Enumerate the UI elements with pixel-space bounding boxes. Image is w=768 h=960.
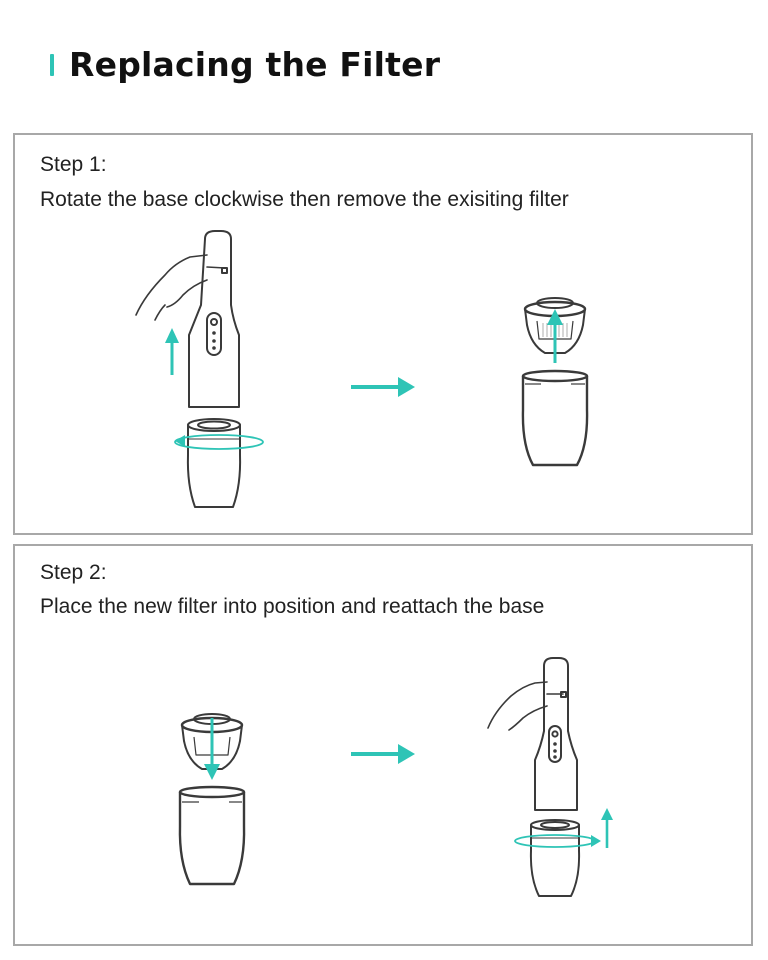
empty-container-icon: [178, 785, 246, 886]
empty-container-icon: [521, 369, 589, 467]
step-1-description: Rotate the base clockwise then remove th…: [40, 188, 569, 211]
step-2-illustration: [178, 657, 613, 897]
dust-container-icon: [529, 819, 581, 897]
arrow-up-icon: [165, 328, 179, 375]
arrow-right-icon: [351, 377, 415, 397]
hand-icon: [135, 254, 226, 321]
filter-icon: [523, 297, 587, 354]
rotate-clockwise-icon: [174, 434, 264, 450]
step-2-panel: Step 2: Place the new filter into positi…: [13, 544, 753, 946]
rotate-arrowhead-icon: [175, 435, 185, 447]
arrow-up-filter-icon: [547, 309, 563, 363]
handheld-vacuum-icon: [188, 230, 240, 408]
page-title: Replacing the Filter: [69, 44, 441, 84]
arrow-right-icon: [351, 744, 415, 764]
step-2-label: Step 2:: [40, 561, 107, 584]
arrow-down-icon: [204, 718, 220, 780]
handheld-vacuum-icon: [534, 657, 578, 811]
rotate-clockwise-icon: [514, 834, 596, 848]
title-accent-bar: [50, 54, 54, 76]
rotate-arrowhead-icon: [591, 835, 601, 847]
page-header: Replacing the Filter: [50, 42, 440, 86]
dust-container-icon: [186, 418, 242, 508]
arrow-up-icon: [601, 808, 613, 848]
step-1-panel: Step 1: Rotate the base clockwise then r…: [13, 133, 753, 535]
step-1-illustration: [135, 230, 589, 508]
step-1-label: Step 1:: [40, 153, 107, 176]
hand-icon: [487, 681, 564, 731]
step-2-description: Place the new filter into position and r…: [40, 595, 545, 618]
